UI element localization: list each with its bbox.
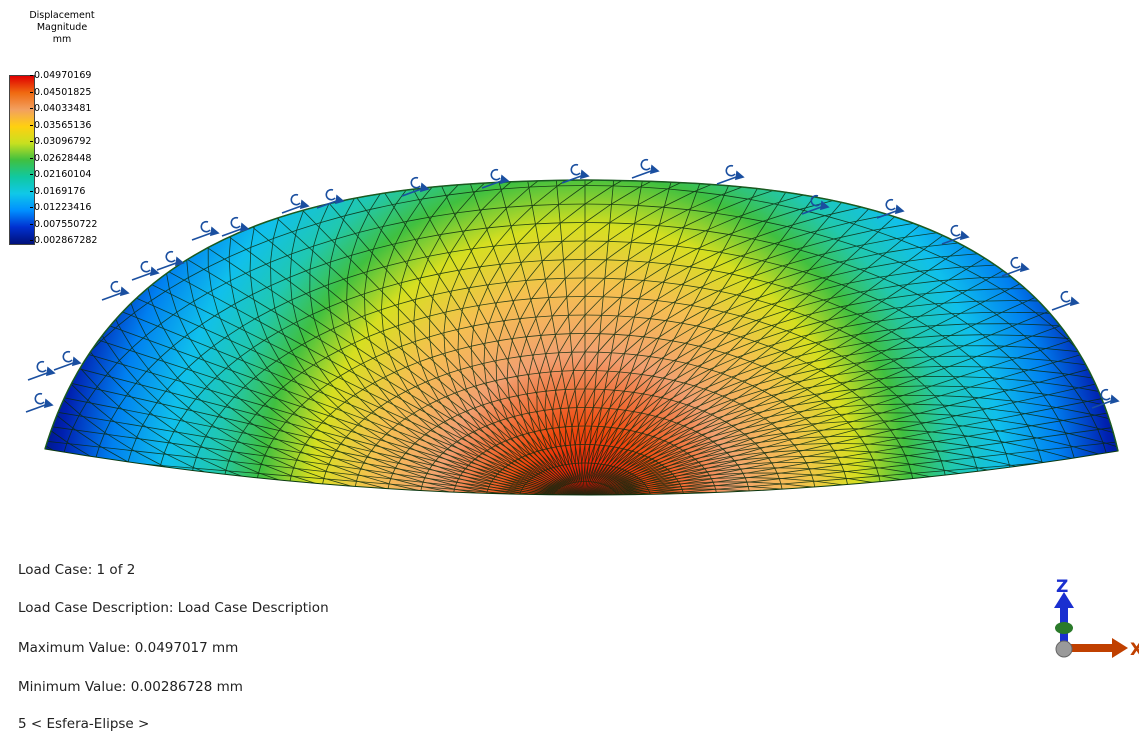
legend-value: 0.04970169: [29, 70, 92, 81]
x-axis-label: X: [1130, 640, 1139, 660]
boundary-constraint-markers: [25, 158, 1120, 413]
constraint-marker-icon: [1091, 388, 1120, 409]
legend-value: 0.01223416: [29, 202, 92, 213]
constraint-marker-icon: [716, 164, 745, 185]
constraint-marker-icon: [401, 176, 430, 197]
x-axis-arrow-icon: [1070, 638, 1128, 658]
constraint-marker-icon: [27, 360, 56, 381]
legend-value: 0.04033481: [29, 103, 92, 114]
legend-value: 0.03565136: [29, 119, 92, 131]
constraint-marker-icon: [1051, 290, 1080, 311]
constraint-marker-icon: [801, 194, 830, 215]
legend-value: 0.02628448: [29, 152, 92, 164]
constraint-marker-icon: [281, 193, 310, 214]
legend-value: 0.03096792: [29, 136, 92, 147]
legend-value-list: 0.04970169 0.04501825 0.04033481 0.03565…: [29, 0, 144, 260]
legend-title: Displacement Magnitude mm: [0, 10, 124, 46]
constraint-marker-icon: [561, 163, 590, 184]
z-axis-label: Z: [1056, 577, 1068, 597]
y-axis-marker-icon: [1055, 622, 1073, 634]
triad-origin-icon: [1055, 640, 1073, 658]
constraint-marker-icon: [631, 158, 660, 179]
model-name-text: 5 < Esfera-Elipse >: [18, 716, 150, 732]
load-case-description-text: Load Case Description: Load Case Descrip…: [18, 600, 329, 616]
load-case-text: Load Case: 1 of 2: [18, 562, 136, 578]
dome-outline: [44, 179, 1119, 452]
constraint-marker-icon: [481, 168, 510, 189]
legend-value: 0.04501825: [29, 86, 92, 98]
legend-title-line: mm: [52, 34, 72, 45]
legend-color-bar: [9, 75, 35, 245]
legend-value: 0.007550722: [29, 218, 98, 230]
constraint-marker-icon: [316, 188, 345, 209]
axis-triad[interactable]: Z X: [1048, 568, 1139, 688]
maximum-value-text: Maximum Value: 0.0497017 mm: [18, 640, 239, 656]
constraint-marker-icon: [25, 392, 54, 413]
legend-title-line: Displacement: [29, 10, 95, 21]
constraint-marker-icon: [191, 220, 220, 241]
constraint-marker-icon: [101, 280, 130, 301]
constraint-marker-icon: [131, 260, 160, 281]
displacement-contour-mesh[interactable]: [0, 0, 1139, 560]
constraint-marker-icon: [941, 224, 970, 245]
constraint-marker-icon: [876, 198, 905, 219]
legend-title-line: Magnitude: [36, 22, 88, 33]
legend-value: 0.02160104: [29, 169, 92, 180]
constraint-marker-icon: [221, 216, 250, 237]
legend-value: 0.002867282: [29, 235, 98, 246]
minimum-value-text: Minimum Value: 0.00286728 mm: [18, 679, 243, 695]
constraint-marker-icon: [1001, 256, 1030, 277]
constraint-marker-icon: [156, 250, 185, 271]
constraint-marker-icon: [53, 350, 82, 371]
legend-value: 0.0169176: [29, 185, 86, 197]
